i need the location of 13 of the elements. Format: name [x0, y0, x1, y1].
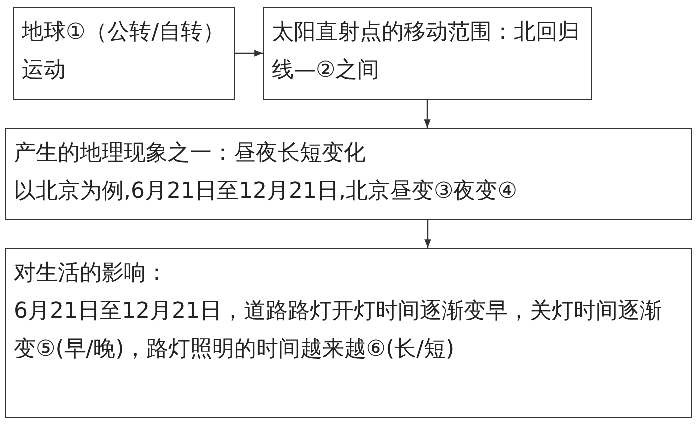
body-text: 太阳直射点的移动范围：北回归线—②之间 — [272, 19, 581, 85]
arrow — [424, 220, 432, 248]
heading-text: 产生的地理现象之一：昼夜长短变化 — [14, 140, 367, 168]
heading-text: 对生活的影响： — [14, 260, 169, 288]
body-text: 地球①（公转/自转）运动 — [22, 19, 226, 85]
body-text: 以北京为例,6月21日至12月21日,北京昼变③夜变④ — [14, 178, 518, 206]
arrow — [424, 100, 431, 128]
body-text: 6月21日至12月21日，道路路灯开灯时间逐渐变早，关灯时间逐渐变⑤(早/晚)，路灯照明的时间越来越⑥(长/短) — [14, 298, 663, 364]
arrow — [235, 50, 263, 57]
text-box — [5, 248, 692, 418]
text-box — [5, 128, 692, 220]
text-box — [13, 7, 235, 100]
text-box — [263, 7, 592, 100]
